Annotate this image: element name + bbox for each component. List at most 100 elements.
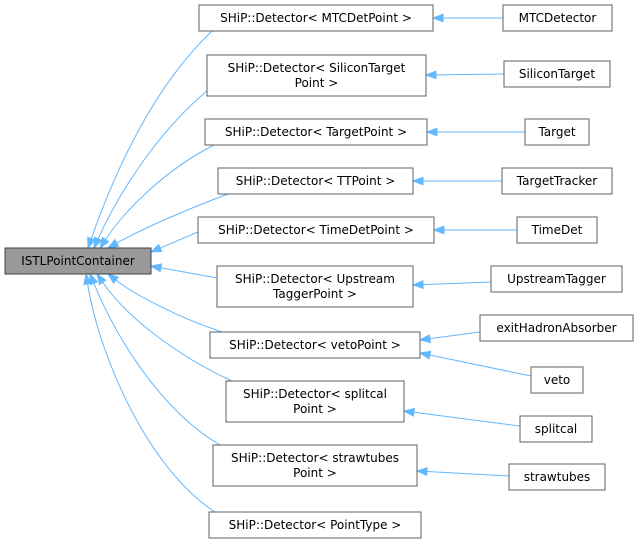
edge-line bbox=[160, 231, 199, 249]
node-label: Point > bbox=[293, 466, 337, 480]
class-node-c-exit[interactable]: exitHadronAbsorber bbox=[479, 314, 634, 342]
node-box bbox=[516, 216, 598, 244]
node-box bbox=[519, 415, 593, 443]
edge-line bbox=[422, 281, 492, 286]
edges-layer bbox=[83, 13, 532, 513]
edge-line bbox=[413, 411, 521, 427]
node-box bbox=[209, 331, 421, 359]
arrow-head-icon bbox=[432, 225, 445, 235]
arrow-head-icon bbox=[149, 263, 163, 273]
node-label: SHiP::Detector< SiliconTarget bbox=[228, 61, 406, 75]
node-box bbox=[524, 118, 590, 146]
arrow-head-icon bbox=[418, 350, 432, 360]
node-label: SHiP::Detector< strawtubes bbox=[231, 451, 399, 465]
node-label: SHiP::Detector< TargetPoint > bbox=[225, 125, 407, 139]
node-box bbox=[225, 380, 405, 423]
node-box bbox=[217, 167, 414, 195]
root-class-node[interactable]: ISTLPointContainer bbox=[4, 247, 152, 275]
class-node-c-upstream[interactable]: UpstreamTagger bbox=[490, 265, 623, 293]
class-node-d-mtc[interactable]: SHiP::Detector< MTCDetPoint > bbox=[198, 4, 434, 32]
node-box bbox=[508, 463, 606, 491]
node-label: Point > bbox=[295, 76, 339, 90]
node-box bbox=[204, 118, 428, 146]
node-label: strawtubes bbox=[524, 470, 591, 484]
node-label: veto bbox=[544, 373, 571, 387]
arrow-head-icon bbox=[424, 70, 437, 80]
edge-d_straw-to-root bbox=[89, 272, 221, 446]
class-node-c-straw[interactable]: strawtubes bbox=[508, 463, 606, 491]
arrow-head-icon bbox=[425, 127, 438, 137]
arrow-head-icon bbox=[411, 280, 424, 290]
node-label: ISTLPointContainer bbox=[21, 254, 135, 268]
arrow-head-icon bbox=[83, 272, 93, 286]
class-node-d-tt[interactable]: SHiP::Detector< TTPoint > bbox=[217, 167, 414, 195]
node-label: SHiP::Detector< PointType > bbox=[229, 518, 402, 532]
arrow-head-icon bbox=[96, 272, 107, 286]
node-box bbox=[502, 4, 613, 32]
node-label: splitcal bbox=[535, 422, 578, 436]
node-box bbox=[501, 167, 613, 195]
edge-d_tt-to-root bbox=[106, 193, 229, 249]
node-box bbox=[530, 366, 584, 394]
edge-line bbox=[93, 283, 221, 446]
node-box bbox=[198, 4, 434, 32]
node-label: Target bbox=[537, 125, 575, 139]
class-node-c-silicon[interactable]: SiliconTarget bbox=[503, 60, 611, 88]
edge-line bbox=[90, 30, 213, 239]
edge-line bbox=[160, 267, 218, 279]
class-node-d-timedet[interactable]: SHiP::Detector< TimeDetPoint > bbox=[197, 216, 435, 244]
edge-line bbox=[435, 73, 505, 76]
class-node-c-target[interactable]: Target bbox=[524, 118, 590, 146]
node-label: TargetTracker bbox=[516, 174, 597, 188]
node-label: SHiP::Detector< splitcal bbox=[243, 387, 387, 401]
node-label: UpstreamTagger bbox=[507, 272, 606, 286]
nodes-layer: ISTLPointContainer SHiP::Detector< MTCDet… bbox=[4, 4, 634, 539]
edge-c_mtc-to-d_mtc bbox=[431, 13, 503, 23]
class-node-c-mtc[interactable]: MTCDetector bbox=[502, 4, 613, 32]
node-label: SHiP::Detector< TTPoint > bbox=[236, 174, 396, 188]
class-node-d-pointtype[interactable]: SHiP::Detector< PointType > bbox=[208, 511, 422, 539]
edge-c_exit-to-d_veto bbox=[418, 331, 481, 344]
edge-line bbox=[102, 281, 233, 382]
edge-line bbox=[429, 331, 481, 340]
node-box bbox=[4, 247, 152, 275]
edge-c_timedet-to-d_timedet bbox=[432, 225, 517, 235]
node-label: Point > bbox=[293, 402, 337, 416]
node-label: SHiP::Detector< vetoPoint > bbox=[229, 338, 401, 352]
edge-line bbox=[115, 279, 223, 333]
arrow-head-icon bbox=[411, 176, 424, 186]
arrow-head-icon bbox=[89, 272, 99, 286]
class-node-c-tt[interactable]: TargetTracker bbox=[501, 167, 613, 195]
node-label: SHiP::Detector< TimeDetPoint > bbox=[218, 223, 414, 237]
edge-line bbox=[105, 144, 215, 240]
node-label: exitHadronAbsorber bbox=[496, 321, 616, 335]
class-node-c-timedet[interactable]: TimeDet bbox=[516, 216, 598, 244]
edge-line bbox=[429, 354, 532, 377]
class-node-c-veto[interactable]: veto bbox=[530, 366, 584, 394]
edge-d_splitcal-to-root bbox=[96, 272, 233, 382]
edge-d_target-to-root bbox=[99, 144, 215, 250]
arrow-head-icon bbox=[87, 236, 96, 250]
class-node-d-veto[interactable]: SHiP::Detector< vetoPoint > bbox=[209, 331, 421, 359]
node-box bbox=[490, 265, 623, 293]
arrow-head-icon bbox=[431, 13, 444, 23]
edge-line bbox=[116, 193, 229, 244]
node-box bbox=[479, 314, 634, 342]
edge-d_timedet-to-root bbox=[149, 231, 199, 253]
node-box bbox=[208, 511, 422, 539]
edge-c_upstream-to-d_upstream bbox=[411, 280, 492, 290]
edge-c_straw-to-d_straw bbox=[415, 467, 510, 477]
edge-d_upstream-to-root bbox=[149, 263, 218, 279]
arrow-head-icon bbox=[402, 407, 415, 417]
edge-c_target-to-d_target bbox=[425, 127, 525, 137]
class-node-c-splitcal[interactable]: splitcal bbox=[519, 415, 593, 443]
arrow-head-icon bbox=[415, 467, 428, 477]
class-node-d-target[interactable]: SHiP::Detector< TargetPoint > bbox=[204, 118, 428, 146]
edge-line bbox=[87, 283, 216, 513]
edge-c_tt-to-d_tt bbox=[411, 176, 502, 186]
